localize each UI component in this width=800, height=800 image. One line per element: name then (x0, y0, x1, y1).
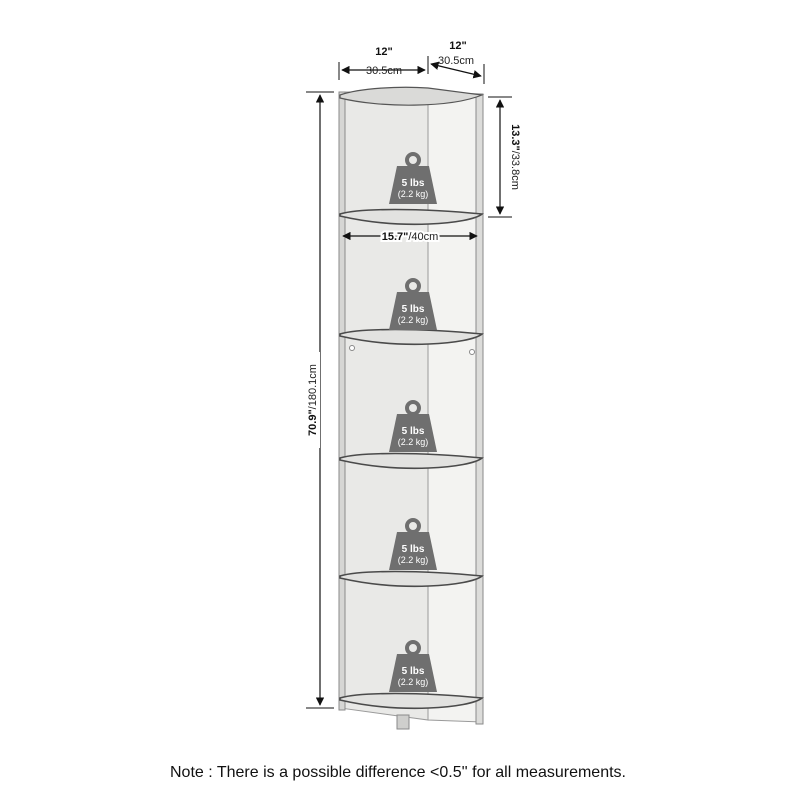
weight-kg-label: (2.2 kg) (398, 315, 429, 325)
corner-shelf (338, 86, 485, 730)
shelf-gap-label: 13.3"/33.8cm (509, 124, 521, 190)
shelf-width-label: 15.7"/40cm (382, 231, 439, 243)
shelf-board (339, 208, 484, 225)
weight-icon: 5 lbs(2.2 kg) (389, 278, 437, 330)
right-side-panel (427, 91, 483, 723)
weight-kg-label: (2.2 kg) (398, 555, 429, 565)
shelf-board (339, 570, 484, 587)
top-right-width-line (430, 61, 482, 79)
weight-kg-label: (2.2 kg) (398, 189, 429, 199)
shelf-board (339, 452, 484, 469)
measurement-note: Note : There is a possible difference <0… (170, 764, 626, 781)
weight-lbs-label: 5 lbs (402, 304, 425, 315)
weight-icon: 5 lbs(2.2 kg) (389, 640, 437, 692)
top-right-cm: 30.5cm (438, 55, 474, 67)
shelf-peg (469, 349, 475, 355)
shelf-peg (349, 345, 355, 351)
top-shelf (339, 86, 485, 106)
top-left-cm: 30.5cm (366, 65, 402, 77)
weight-kg-label: (2.2 kg) (398, 437, 429, 447)
weight-icon: 5 lbs(2.2 kg) (389, 152, 437, 204)
total-height-label: 70.9"/180.1cm (307, 364, 319, 436)
weight-lbs-label: 5 lbs (402, 426, 425, 437)
weight-kg-label: (2.2 kg) (398, 677, 429, 687)
top-right-inches: 12" (449, 40, 466, 52)
shelf-board (339, 328, 484, 345)
weight-lbs-label: 5 lbs (402, 666, 425, 677)
right-panel-edge (475, 93, 484, 725)
weight-icon: 5 lbs(2.2 kg) (389, 518, 437, 570)
weight-icon: 5 lbs(2.2 kg) (389, 400, 437, 452)
weight-lbs-label: 5 lbs (402, 544, 425, 555)
top-left-inches: 12" (375, 46, 392, 58)
shelf-board (339, 692, 484, 709)
left-panel-edge (338, 91, 346, 711)
leveling-foot (396, 714, 410, 730)
dimension-labels: 12" 30.5cm 12" 30.5cm 13.3"/33.8cm 15.7"… (307, 40, 521, 448)
weight-lbs-label: 5 lbs (402, 178, 425, 189)
